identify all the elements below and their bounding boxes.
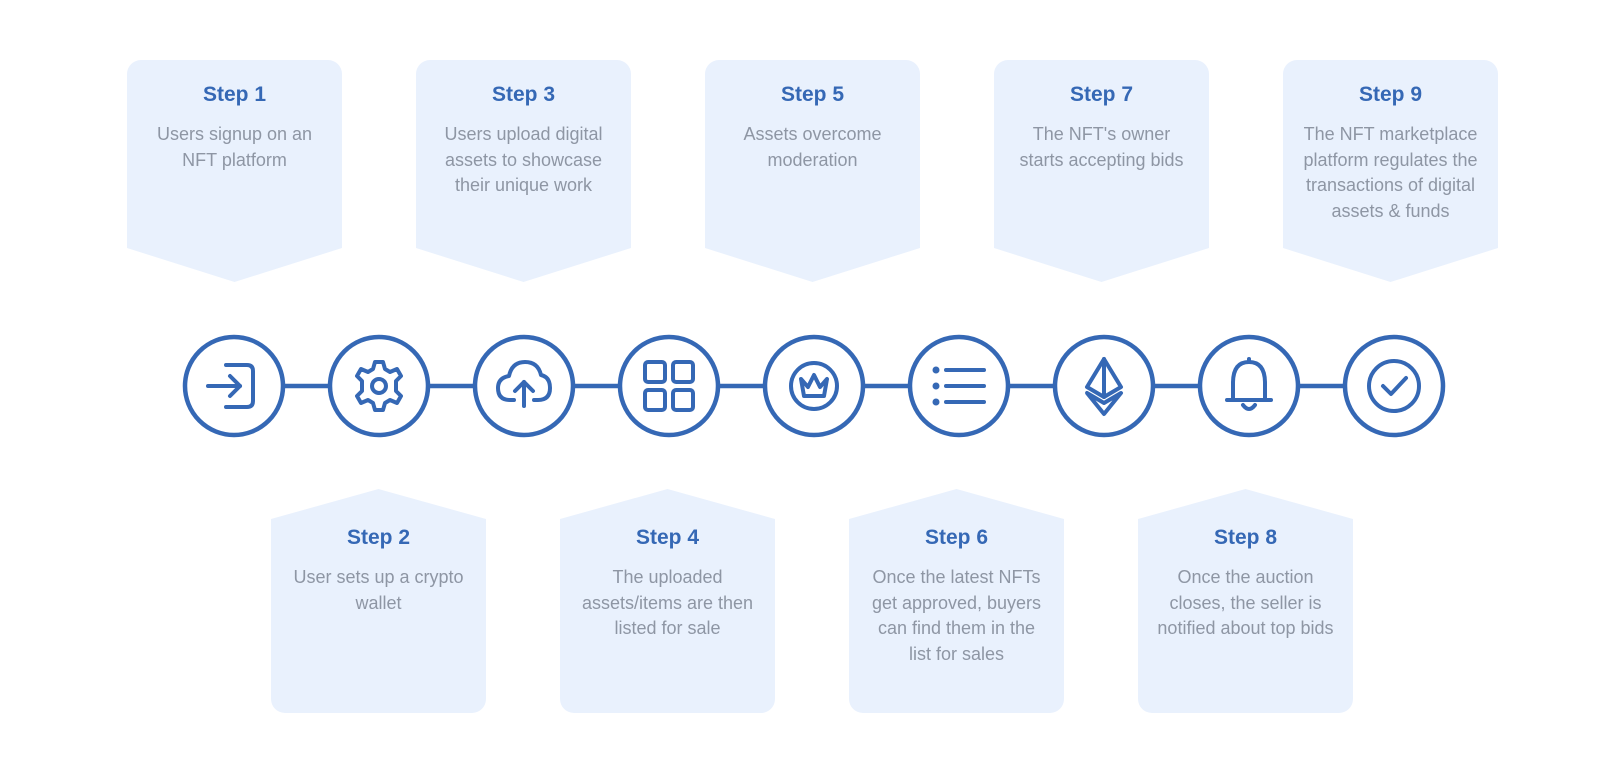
- step-title: Step 6: [924, 526, 989, 549]
- crown-badge-icon: [789, 361, 839, 411]
- login-icon: [206, 363, 255, 409]
- step-title: Step 5: [780, 83, 845, 106]
- step-description: The NFT's owner starts accepting bids: [1019, 124, 1184, 170]
- step-title: Step 9: [1358, 83, 1423, 106]
- step-card-5: Step 5 Assets overcome moderation: [705, 60, 920, 282]
- ethereum-icon: [1085, 357, 1123, 416]
- step-title: Step 4: [635, 526, 700, 549]
- step-card-2: Step 2 User sets up a crypto wallet: [271, 489, 486, 713]
- step-card-7: Step 7 The NFT's owner starts accepting …: [994, 60, 1209, 282]
- step-title: Step 3: [491, 83, 556, 106]
- step-description: Once the auction closes, the seller is n…: [1157, 567, 1334, 638]
- step-title: Step 1: [202, 83, 267, 106]
- step-description: Once the latest NFTs get approved, buyer…: [871, 567, 1042, 664]
- bell-icon: [1225, 357, 1273, 411]
- step-9-circle: [1342, 334, 1446, 438]
- step-2-circle: [327, 334, 431, 438]
- step-title: Step 8: [1213, 526, 1278, 549]
- step-card-4: Step 4 The uploaded assets/items are the…: [560, 489, 775, 713]
- step-description: Assets overcome moderation: [743, 124, 882, 170]
- step-8-circle: [1197, 334, 1301, 438]
- check-circle-icon: [1367, 359, 1421, 413]
- cloud-upload-icon: [496, 360, 552, 408]
- step-5-circle: [762, 334, 866, 438]
- step-title: Step 7: [1069, 83, 1134, 106]
- gear-icon: [355, 360, 403, 412]
- step-4-circle: [617, 334, 721, 438]
- step-card-9: Step 9 The NFT marketplace platform regu…: [1283, 60, 1498, 282]
- step-description: Users signup on an NFT platform: [156, 124, 313, 170]
- list-icon: [944, 368, 986, 404]
- step-description: The NFT marketplace platform regulates t…: [1303, 124, 1478, 221]
- step-card-6: Step 6 Once the latest NFTs get approved…: [849, 489, 1064, 713]
- step-description: Users upload digital assets to showcase …: [444, 124, 603, 195]
- step-card-3: Step 3 Users upload digital assets to sh…: [416, 60, 631, 282]
- step-card-1: Step 1 Users signup on an NFT platform: [127, 60, 342, 282]
- step-description: The uploaded assets/items are then liste…: [581, 567, 754, 638]
- grid-icon: [643, 360, 695, 412]
- step-card-8: Step 8 Once the auction closes, the sell…: [1138, 489, 1353, 713]
- step-description: User sets up a crypto wallet: [293, 567, 464, 613]
- step-title: Step 2: [346, 526, 411, 549]
